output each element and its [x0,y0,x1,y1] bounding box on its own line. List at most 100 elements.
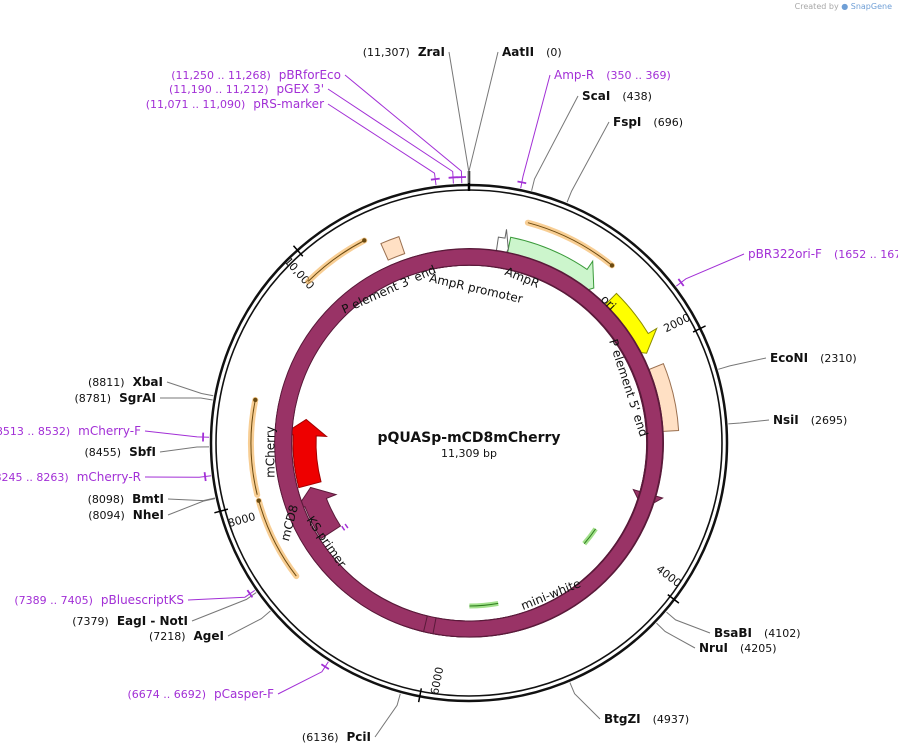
site-xbai: XbaI (8811) [88,375,163,389]
primer-pgex-3-pos: (11,190 .. 11,212) [169,83,269,96]
site-eagi-noti-leader [191,592,257,622]
site-scai-pos: (438) [622,90,652,103]
primer-pbrforeco-pos: (11,250 .. 11,268) [171,69,271,82]
site-bsabi: BsaBI (4102) [714,626,801,640]
site-nsii: NsiI(2695) [773,413,847,427]
site-sgrai-leader [160,397,213,401]
primer-mcherry-f: mCherry-F(8513 .. 8532) [0,424,141,438]
tick-label-8000: 8000 [227,510,257,530]
primer-pcasper-f-name: pCasper-F [214,687,274,701]
primer-amp-r-name: Amp-R [554,68,594,82]
primer-pcasper-f-mark [320,663,330,670]
site-nrui: NruI(4205) [699,641,777,655]
site-sbfi-name: SbfI [129,445,156,459]
orf-arc-head-1 [253,397,258,403]
orf-arc-2 [305,237,368,285]
site-econi-pos: (2310) [820,352,857,365]
site-econi-leader [718,357,767,370]
primer-pcasper-f: pCasper-F (6674 .. 6692) [127,687,274,701]
tick-mark-10000 [292,245,304,257]
tick-label-6000: 6000 [428,666,446,696]
site-bmti-name: BmtI [132,492,164,506]
site-sbfi-leader [159,446,210,453]
site-xbai-pos: (8811) [88,376,125,389]
feature-label-mcherry: mCherry [264,426,278,478]
site-econi-name: EcoNI [770,351,808,365]
primer-pbr322ori-f-leader [675,253,745,287]
feature-mcd8 [294,486,342,540]
primer-mcherry-r-pos: (8245 .. 8263) [0,471,69,484]
site-bmti-pos: (8098) [88,493,125,506]
tick-label-10000: 10,000 [282,255,317,292]
site-nsii-leader [728,419,770,425]
feature-ks-primer [341,525,346,531]
direction-arc-core-1 [469,602,499,607]
site-xbai-leader [166,381,214,397]
primer-mcherry-r-mark [203,472,207,482]
site-bsabi-pos: (4102) [764,627,801,640]
site-xbai-name: XbaI [133,375,163,389]
site-zrai-name: ZraI [418,45,445,59]
site-scai-name: ScaI [582,89,610,103]
snapgene-logo-icon: ● [841,2,849,11]
orf-arc-core-1 [250,399,258,495]
site-nhei: NheI (8094) [88,508,164,522]
site-pcii-name: PciI [347,730,372,744]
orf-arc-head-2 [362,238,367,243]
site-eagi-noti: EagI - NotI(7379) [72,614,188,628]
site-scai: ScaI (438) [582,89,652,103]
site-nrui-leader [656,622,696,649]
orf-arc-core-2 [307,240,365,282]
primer-mcherry-f-name: mCherry-F [78,424,141,438]
site-zrai: ZraI(11,307) [363,45,445,59]
site-bmti-leader [167,497,216,502]
site-sgrai: SgrAI(8781) [75,391,156,405]
tick-mark-6000 [417,688,423,703]
tick-mark-2000 [692,325,706,333]
backbone: 2000 4000 6000 8000 10,000 [209,171,729,703]
tick-mark-4000 [667,594,680,604]
primer-pbr322ori-f: pBR322ori-F(1652 .. 1671) [748,247,898,261]
features [274,229,680,638]
site-aatii-leader [468,51,499,183]
site-sgrai-pos: (8781) [75,392,112,405]
site-nhei-leader [167,498,216,516]
tick-label-2000: 2000 [662,311,693,335]
site-nsii-name: NsiI [773,413,799,427]
primer-amp-r-pos: (350 .. 369) [606,69,671,82]
site-aatii-name: AatII [502,45,534,59]
site-eagi-noti-name: EagI - NotI [117,614,188,628]
tick-label-4000: 4000 [654,563,684,590]
site-aatii-pos: (0) [546,46,562,59]
primer-pbluescriptks-pos: (7389 .. 7405) [14,594,93,607]
plasmid-name: pQUASp-mCD8mCherry [377,430,560,446]
site-nhei-name: NheI [133,508,164,522]
orf-arc-core-0 [527,222,613,266]
credit-brand: SnapGene [850,2,892,11]
primer-mcherry-r-leader [144,475,212,478]
site-nrui-pos: (4205) [740,642,777,655]
label-lines [144,51,770,738]
primer-pgex-3-leader [327,88,454,184]
direction-arc-core-0 [583,528,597,545]
tick-mark-8000 [214,508,229,514]
credit-created-by: Created by [794,2,839,11]
site-btgzi: BtgZI(4937) [604,712,689,726]
primer-pbluescriptks-leader [187,589,256,601]
primer-pcasper-f-pos: (6674 .. 6692) [127,688,206,701]
primer-pbrforeco-leader [344,74,463,184]
primer-pbrforeco: pBRforEco(11,250 .. 11,268) [171,68,341,82]
site-aatii: AatII (0) [502,45,562,59]
plasmid-size: 11,309 bp [441,447,497,460]
primer-prs-marker-pos: (11,071 .. 11,090) [146,98,246,111]
site-fspi: FspI(696) [613,115,683,129]
site-bsabi-name: BsaBI [714,626,752,640]
primer-prs-marker-name: pRS-marker [253,97,324,111]
site-nhei-pos: (8094) [88,509,125,522]
site-scai-leader [531,95,579,191]
primer-amp-r: Amp-R (350 .. 369) [554,68,671,82]
site-fspi-pos: (696) [653,116,683,129]
site-btgzi-pos: (4937) [653,713,690,726]
primer-pcasper-f-leader [277,661,329,695]
